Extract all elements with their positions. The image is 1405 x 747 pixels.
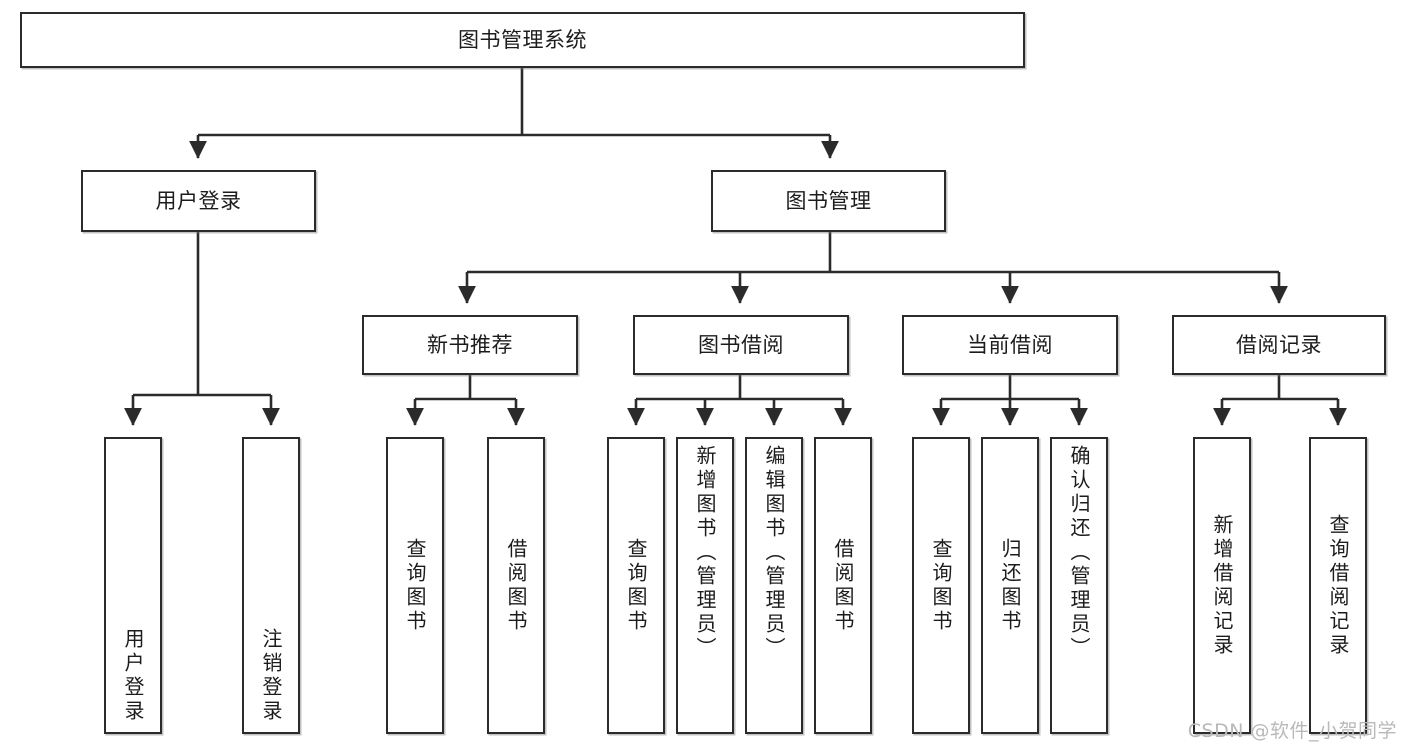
node-book-borrow[interactable]: 图书借阅 [633, 315, 849, 375]
node-current-borrow[interactable]: 当前借阅 [902, 315, 1118, 375]
node-label: 用户登录 [121, 628, 145, 724]
node-label: 图书借阅 [698, 332, 784, 357]
node-label: 新增借阅记录 [1210, 513, 1234, 658]
node-user-login[interactable]: 用户登录 [81, 170, 316, 232]
csdn-watermark: CSDN @软件_小贺同学 [1187, 720, 1397, 742]
leaf-return-book[interactable]: 归还图书 [981, 437, 1039, 734]
node-label: 用户登录 [155, 188, 242, 213]
node-new-book-recommend[interactable]: 新书推荐 [362, 315, 578, 375]
leaf-query-book-current[interactable]: 查询图书 [912, 437, 970, 734]
node-label: 当前借阅 [967, 332, 1053, 357]
node-label: 编辑图书（管理员） [762, 445, 786, 661]
leaf-borrow-book-recommend[interactable]: 借阅图书 [487, 437, 545, 734]
node-label: 查询借阅记录 [1326, 513, 1350, 658]
leaf-query-book-recommend[interactable]: 查询图书 [386, 437, 444, 734]
node-label: 借阅图书 [504, 537, 528, 634]
node-label: 新增图书（管理员） [693, 445, 717, 661]
node-root-book-management-system[interactable]: 图书管理系统 [20, 12, 1025, 68]
node-label: 借阅图书 [831, 537, 855, 634]
node-book-manage[interactable]: 图书管理 [711, 170, 946, 232]
node-label: 借阅记录 [1236, 332, 1322, 357]
node-label: 图书管理 [785, 188, 872, 213]
leaf-borrow-book-borrow[interactable]: 借阅图书 [814, 437, 872, 734]
leaf-logout-login[interactable]: 注销登录 [242, 437, 300, 734]
leaf-query-borrow-record[interactable]: 查询借阅记录 [1309, 437, 1367, 734]
node-label: 注销登录 [259, 628, 283, 724]
leaf-add-book-admin[interactable]: 新增图书（管理员） [676, 437, 734, 734]
node-label: 归还图书 [998, 537, 1022, 634]
leaf-user-login[interactable]: 用户登录 [104, 437, 162, 734]
node-label: 查询图书 [403, 537, 427, 634]
node-label: 新书推荐 [427, 332, 513, 357]
node-borrow-record[interactable]: 借阅记录 [1172, 315, 1386, 375]
leaf-confirm-return-admin[interactable]: 确认归还（管理员） [1050, 437, 1108, 734]
leaf-query-book-borrow[interactable]: 查询图书 [607, 437, 665, 734]
node-label: 查询图书 [624, 537, 648, 634]
leaf-edit-book-admin[interactable]: 编辑图书（管理员） [745, 437, 803, 734]
node-label: 确认归还（管理员） [1067, 445, 1091, 661]
node-label: 图书管理系统 [458, 27, 587, 52]
leaf-add-borrow-record[interactable]: 新增借阅记录 [1193, 437, 1251, 734]
node-label: 查询图书 [929, 537, 953, 634]
